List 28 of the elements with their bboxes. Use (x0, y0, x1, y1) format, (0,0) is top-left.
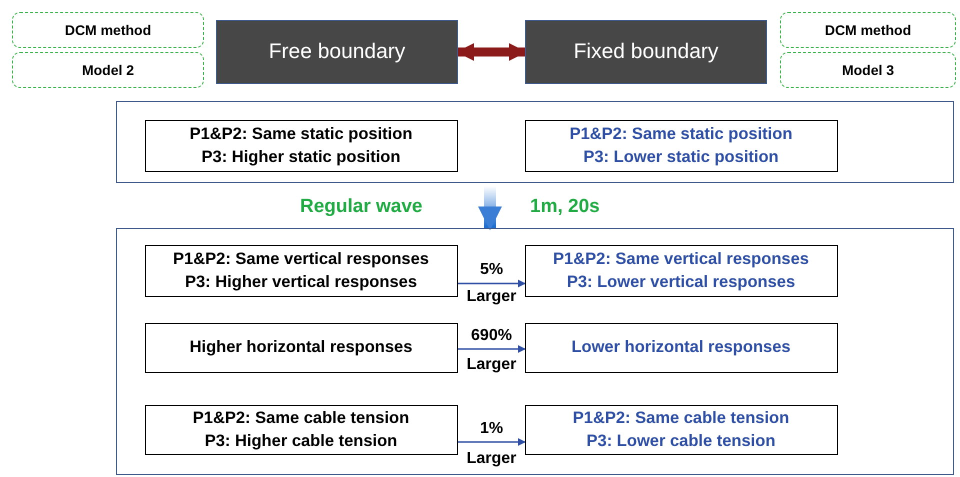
edge-note: Larger (466, 287, 518, 307)
result-box: P1&P2: Same vertical responses P3: Lower vertical responses (524, 244, 838, 296)
method-tag: DCM method (780, 12, 956, 48)
arrow (458, 345, 526, 353)
method-tag: Model 2 (12, 52, 204, 88)
edge-label: 1% (478, 420, 504, 438)
edge-note: Larger (466, 449, 518, 469)
result-box: P1&P2: Same cable tension P3: Lower cable tension (524, 404, 838, 454)
edge-label: 5% (478, 261, 504, 280)
group-panel (116, 101, 954, 183)
edge-note: Larger (466, 355, 518, 375)
boundary-box: Fixed boundary (525, 20, 767, 84)
group-panel (116, 228, 954, 475)
result-box: P1&P2: Same vertical responses P3: Higher vertical responses (144, 244, 458, 296)
result-box: P1&P2: Same static position P3: Higher static position (144, 120, 458, 172)
result-box: Higher horizontal responses (144, 322, 458, 372)
regular-wave-label: Regular wave (300, 196, 424, 218)
arrow (458, 438, 526, 446)
arrow (456, 43, 527, 61)
arrow (458, 279, 526, 288)
wave-parameters-label: 1m, 20s (530, 196, 601, 218)
result-box: P1&P2: Same static position P3: Lower static position (524, 120, 838, 172)
result-box: Lower horizontal responses (524, 322, 838, 372)
method-tag: Model 3 (780, 52, 956, 88)
boundary-box: Free boundary (216, 20, 458, 84)
result-box: P1&P2: Same cable tension P3: Higher cable tension (144, 404, 458, 454)
edge-label: 690% (470, 327, 513, 345)
method-tag: DCM method (12, 12, 204, 48)
